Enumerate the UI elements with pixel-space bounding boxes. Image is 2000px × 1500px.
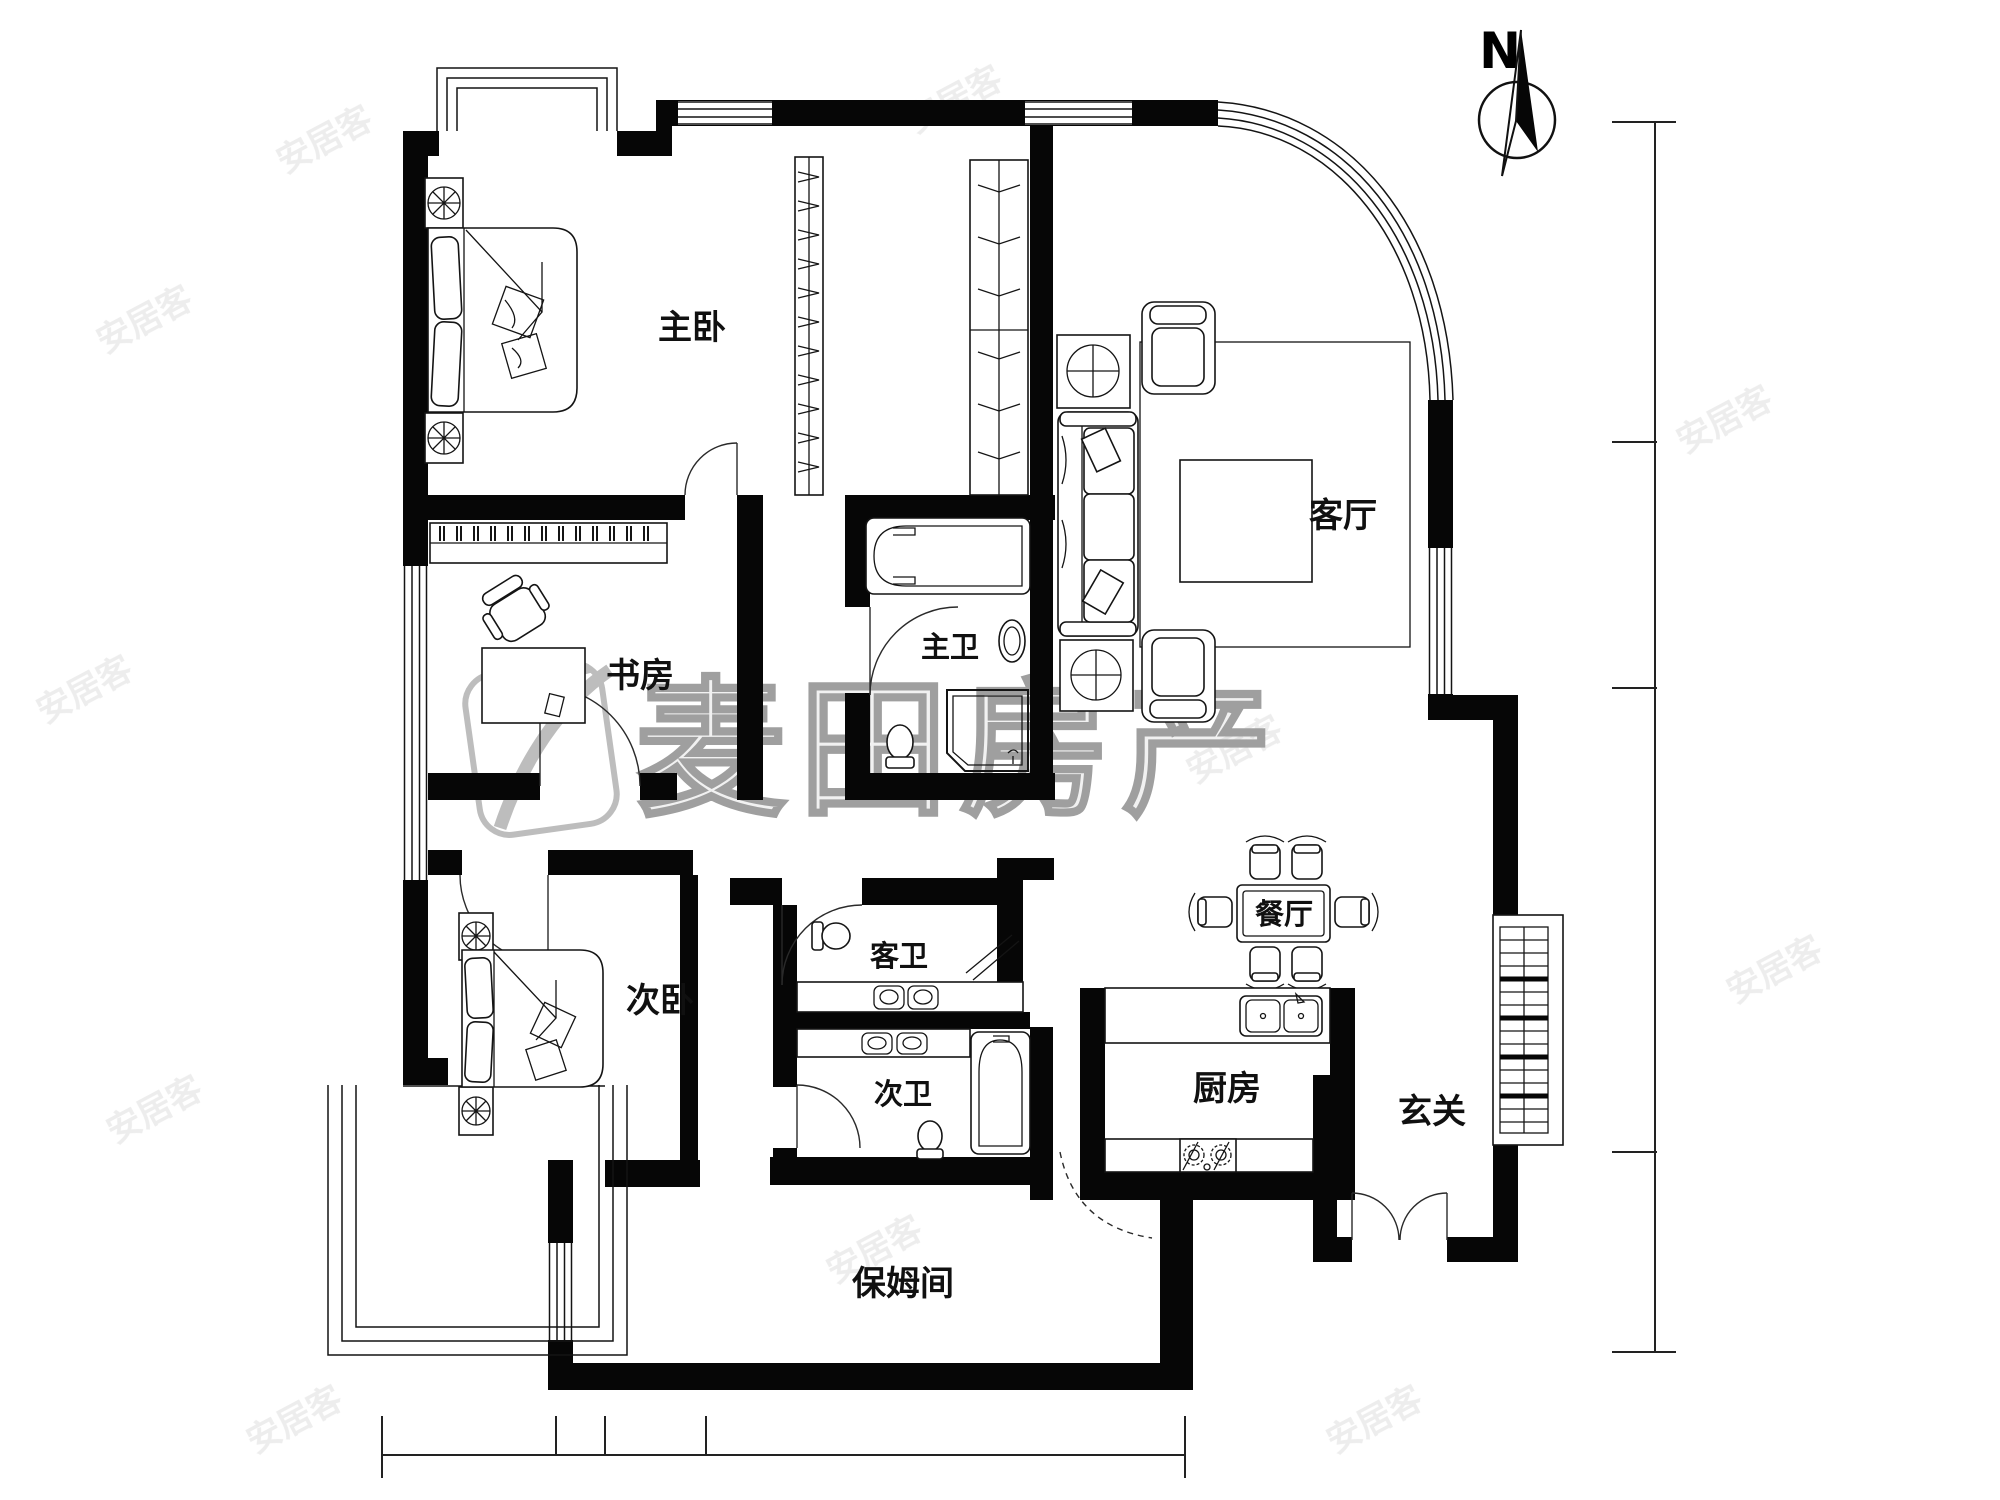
wardrobe bbox=[794, 156, 824, 496]
tile-watermark-text: 安居客 bbox=[240, 1379, 349, 1462]
window-study-left bbox=[403, 566, 428, 880]
room-label-master-bedroom: 主卧 bbox=[658, 308, 726, 348]
door-arc-guest-bath bbox=[781, 904, 863, 986]
side-table-lamp bbox=[1059, 639, 1134, 712]
north-label: N bbox=[1479, 22, 1521, 80]
nightstand bbox=[458, 1086, 494, 1136]
dining-table-inner bbox=[1242, 890, 1325, 937]
curved-corner-window bbox=[1217, 101, 1454, 401]
dining-furniture bbox=[1188, 835, 1379, 991]
window-living-right bbox=[1428, 548, 1453, 694]
stove bbox=[1179, 1138, 1237, 1173]
sofa bbox=[1057, 411, 1139, 637]
room-label-study: 书房 bbox=[606, 656, 674, 696]
room-labels: 主卧 客厅 书房 主卫 次卧 客卫 次卫 餐厅 厨房 玄关 保姆间 bbox=[606, 308, 1466, 1304]
master-bedroom-furniture bbox=[424, 156, 1029, 496]
dimension-line-right bbox=[1612, 121, 1676, 1353]
toilet bbox=[885, 724, 915, 769]
shower bbox=[946, 689, 1029, 772]
master-bath-fixtures bbox=[865, 517, 1031, 772]
tile-watermark-text: 安居客 bbox=[90, 279, 199, 362]
room-label-master-bath: 主卫 bbox=[921, 630, 979, 664]
north-arrow-icon: N bbox=[1477, 22, 1557, 177]
tile-watermark-text: 安居客 bbox=[100, 1069, 209, 1152]
door-arc-kitchen-service bbox=[1059, 1151, 1153, 1239]
room-label-entry: 玄关 bbox=[1398, 1092, 1466, 1132]
vanity-counter bbox=[796, 1028, 971, 1058]
windows bbox=[327, 67, 1453, 1356]
room-label-second-bedroom: 次卧 bbox=[626, 981, 694, 1021]
second-bath-fixtures bbox=[796, 1028, 1031, 1160]
door-arc-second-bath bbox=[796, 1084, 861, 1149]
kitchen-fixtures bbox=[1104, 987, 1331, 1173]
bathtub bbox=[970, 1031, 1031, 1155]
side-table-lamp bbox=[1056, 334, 1131, 409]
dining-chair bbox=[1245, 946, 1285, 991]
dining-chair bbox=[1287, 946, 1327, 991]
desk bbox=[481, 647, 586, 724]
nightstand bbox=[424, 177, 464, 229]
tile-watermark-text: 安居客 bbox=[270, 99, 379, 182]
room-label-living-room: 客厅 bbox=[1309, 496, 1377, 536]
armchair bbox=[1141, 629, 1216, 723]
door-arc-master-bath bbox=[869, 606, 959, 696]
desk-chair bbox=[481, 574, 550, 643]
second-bedroom-furniture bbox=[458, 912, 604, 1136]
bathroom-sink bbox=[998, 619, 1026, 663]
vanity-counter bbox=[796, 981, 1024, 1013]
tile-watermark-text: 安居客 bbox=[1670, 379, 1779, 462]
window-top-living bbox=[1025, 101, 1132, 125]
dining-table bbox=[1236, 884, 1331, 943]
dining-chair bbox=[1334, 892, 1379, 932]
room-label-kitchen: 厨房 bbox=[1193, 1069, 1261, 1109]
armchair bbox=[1141, 301, 1216, 395]
bathtub bbox=[865, 517, 1031, 595]
room-label-nanny-room: 保姆间 bbox=[852, 1264, 954, 1304]
double-bed bbox=[461, 949, 604, 1088]
room-label-guest-bath: 客卫 bbox=[870, 939, 928, 973]
tile-watermark-text: 安居客 bbox=[1720, 929, 1829, 1012]
entry-double-door bbox=[1351, 1192, 1448, 1241]
dining-chair bbox=[1287, 835, 1327, 880]
shoe-cabinet bbox=[1492, 914, 1564, 1146]
bay-window-master bbox=[436, 67, 618, 131]
double-bed bbox=[427, 227, 578, 413]
dining-chair bbox=[1245, 835, 1285, 880]
window-top-corridor bbox=[678, 101, 772, 125]
wardrobe bbox=[969, 159, 1029, 496]
guest-bath-fixtures bbox=[796, 921, 1024, 1013]
study-furniture bbox=[429, 522, 668, 724]
living-room-furniture bbox=[1056, 301, 1411, 723]
coffee-table bbox=[1179, 459, 1313, 583]
corner-shower bbox=[965, 934, 1020, 981]
room-label-second-bath: 次卫 bbox=[874, 1077, 932, 1111]
toilet bbox=[916, 1120, 944, 1160]
tile-watermark-text: 安居客 bbox=[1320, 1379, 1429, 1462]
tile-watermark-text: 安居客 bbox=[30, 649, 139, 732]
kitchen-sink bbox=[1239, 991, 1323, 1037]
window-nanny-left bbox=[548, 1243, 573, 1340]
toilet bbox=[811, 921, 851, 951]
dining-chair bbox=[1188, 892, 1233, 932]
door-arc-master-bedroom bbox=[684, 442, 738, 496]
room-label-dining-room: 餐厅 bbox=[1255, 897, 1313, 931]
rug bbox=[1139, 341, 1411, 648]
dimension-line-bottom bbox=[381, 1416, 1186, 1478]
bookshelf bbox=[429, 522, 668, 564]
nightstand bbox=[424, 412, 464, 464]
